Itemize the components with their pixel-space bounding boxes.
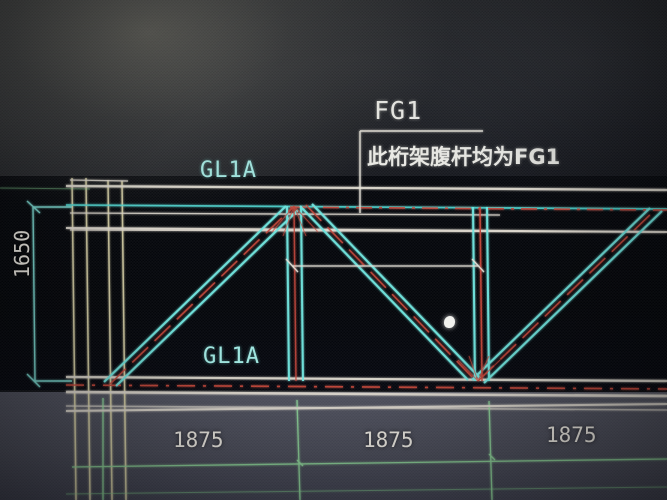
cad-modelspace-dark xyxy=(0,176,667,390)
web-post-mid-left xyxy=(286,205,304,382)
left-column-lines xyxy=(71,177,127,500)
web-post-mid-right xyxy=(472,206,490,382)
web-diagonal-3 xyxy=(471,207,663,384)
bottom-dimension-lines xyxy=(71,398,667,500)
node-gusset-top xyxy=(271,205,319,237)
top-chord xyxy=(65,184,667,233)
mouse-cursor xyxy=(444,316,455,328)
grid-line-faint xyxy=(0,187,667,495)
bottom-dimension-extension xyxy=(65,403,667,412)
height-dimension xyxy=(26,200,72,388)
web-diagonal-2 xyxy=(299,203,481,381)
fg1-callout-leader xyxy=(359,130,483,213)
inner-dimension-line xyxy=(285,258,485,273)
web-diagonal-1 xyxy=(103,205,299,387)
node-gusset-bottom xyxy=(457,355,501,382)
